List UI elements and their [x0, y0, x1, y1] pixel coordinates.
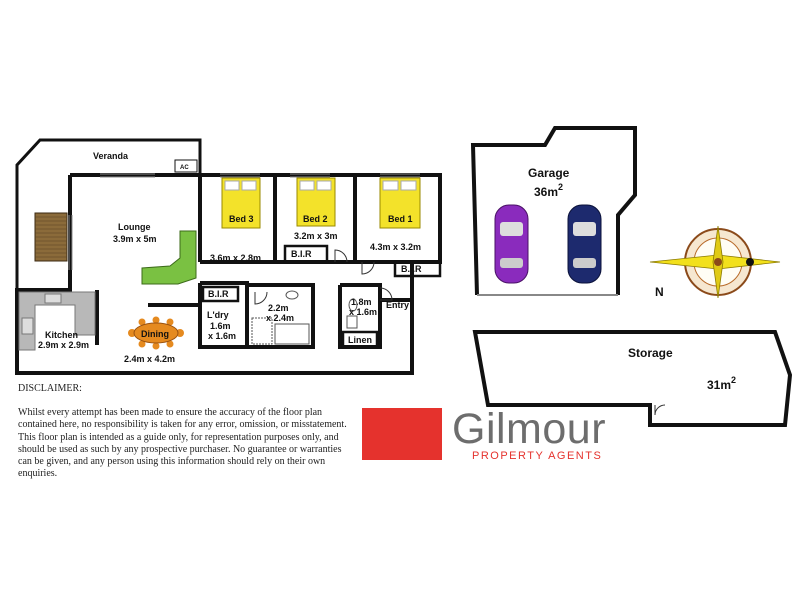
bir-bed1-label: B.I.R	[401, 264, 422, 274]
veranda-label: Veranda	[93, 151, 129, 161]
lounge-label: Lounge	[118, 222, 151, 232]
ac-unit	[174, 159, 198, 173]
logo-tagline: PROPERTY AGENTS	[472, 450, 603, 462]
windows	[68, 173, 420, 270]
doors	[254, 249, 666, 416]
garage: Garage 36m2	[470, 126, 637, 296]
house-walls	[15, 138, 442, 375]
disclaimer-title: DISCLAIMER:	[18, 383, 82, 394]
kitchen-benches	[18, 291, 96, 351]
bath-size-2: x 2.4m	[266, 313, 294, 323]
dining-table	[128, 316, 184, 350]
gilmour-logo: Gilmour PROPERTY AGENTS	[362, 405, 622, 464]
disclaimer: DISCLAIMER: Whilst every attempt has bee…	[18, 383, 353, 480]
bed1-furniture	[379, 177, 421, 229]
bed3-size: 3.6m x 2.8m	[210, 253, 261, 263]
bed2-label: Bed 2	[303, 214, 328, 224]
lounge-size: 3.9m x 5m	[113, 234, 157, 244]
ac-label: AC	[180, 165, 189, 171]
bir-bed2-label: B.I.R	[291, 249, 312, 259]
wc-size-2: x 1.6m	[349, 307, 377, 317]
entry-label: Entry	[386, 300, 409, 310]
bir-laundry-label: B.I.R	[208, 289, 229, 299]
bed1-size: 4.3m x 3.2m	[370, 242, 421, 252]
sofa	[141, 230, 197, 285]
garage-area: 36m2	[534, 182, 563, 199]
north-label: N	[655, 285, 664, 299]
logo-name: Gilmour	[452, 405, 607, 453]
house-labels: Veranda AC Lounge 3.9m x 5m Bed 3 3.6m x…	[38, 151, 422, 364]
kitchen-label: Kitchen	[45, 330, 78, 340]
laundry-size-1: 1.6m	[210, 321, 231, 331]
bathroom-fixtures	[251, 290, 358, 345]
disclaimer-text: Whilst every attempt has been made to en…	[18, 407, 347, 480]
car-navy	[567, 204, 602, 284]
bed1-label: Bed 1	[388, 214, 413, 224]
bed3-label: Bed 3	[229, 214, 254, 224]
wc-size-1: 1.8m	[351, 297, 372, 307]
laundry-label: L'dry	[207, 310, 229, 320]
laundry-size-2: x 1.6m	[208, 331, 236, 341]
storage-label: Storage	[628, 346, 673, 360]
dining-size: 2.4m x 4.2m	[124, 354, 175, 364]
logo-red-square	[362, 408, 442, 460]
kitchen-size: 2.9m x 2.9m	[38, 340, 89, 350]
compass-rose: N	[649, 225, 781, 299]
bed2-size: 3.2m x 3m	[294, 231, 338, 241]
garage-label: Garage	[528, 166, 570, 180]
bed3-furniture	[221, 177, 261, 229]
car-purple	[494, 204, 529, 284]
veranda-deck	[34, 212, 68, 262]
linen-label: Linen	[348, 335, 372, 345]
dining-label: Dining	[141, 329, 169, 339]
storage-area: 31m2	[707, 375, 736, 392]
storage: Storage 31m2	[472, 330, 793, 427]
bed2-furniture	[296, 177, 336, 227]
bath-size-1: 2.2m	[268, 303, 289, 313]
